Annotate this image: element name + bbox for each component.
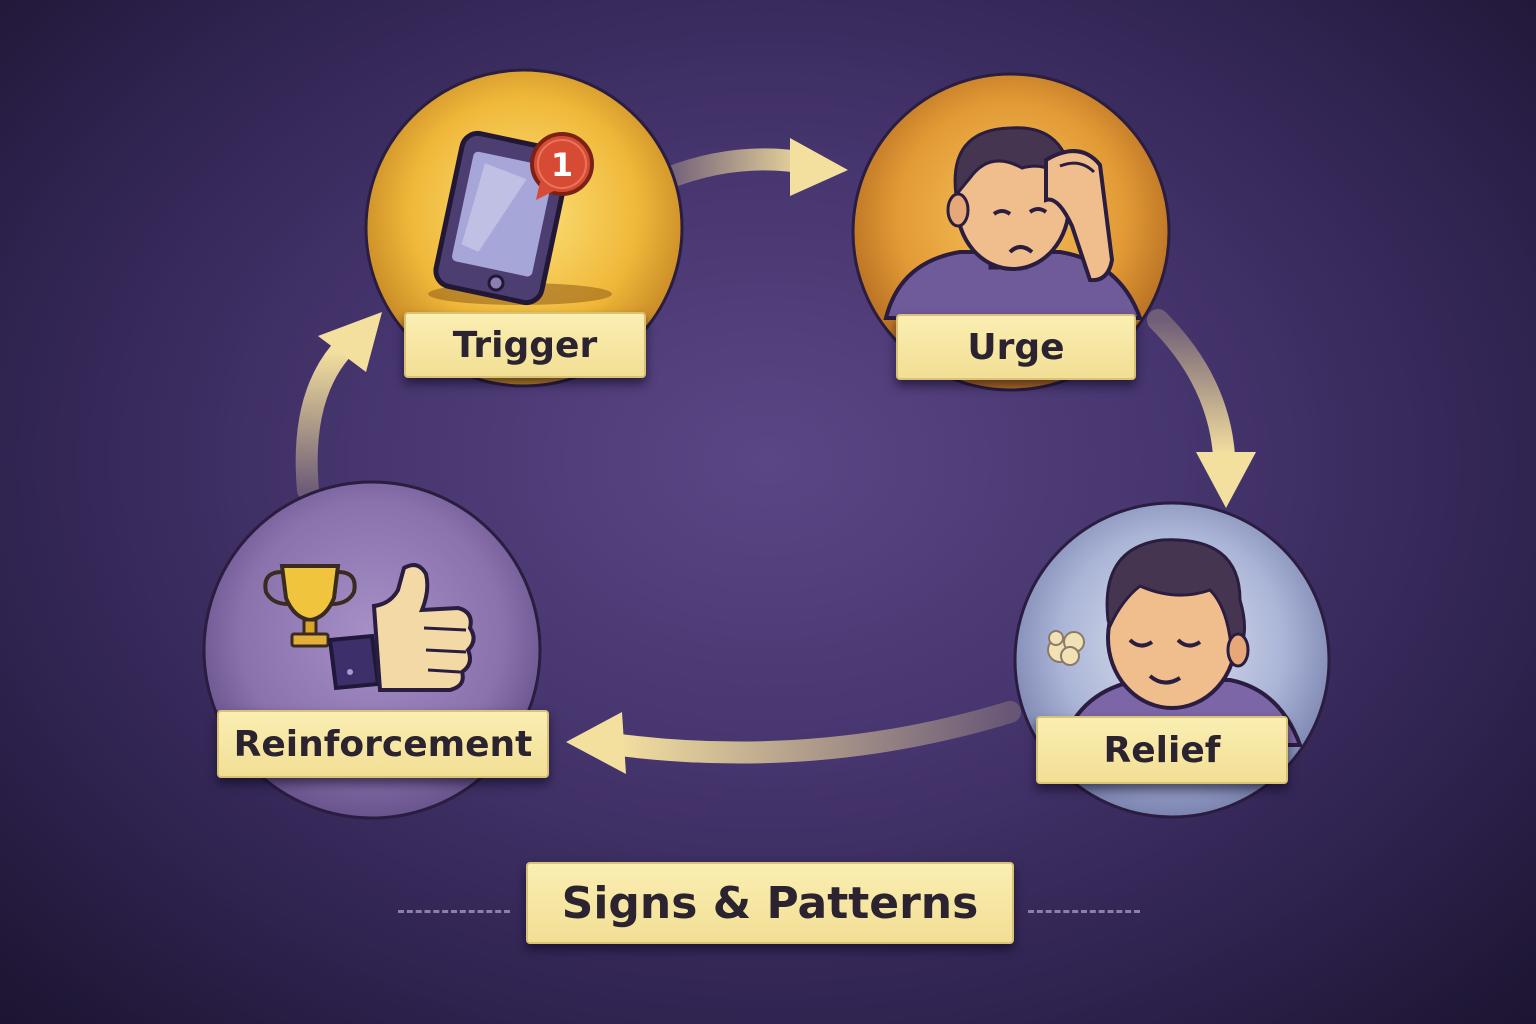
node-trigger (364, 68, 684, 388)
trophy-icon (263, 564, 357, 648)
node-label-relief: Relief (1036, 716, 1288, 784)
stressed-person-icon (883, 126, 1143, 320)
arrow-urge-to-relief (1147, 309, 1256, 508)
node-label-urge: Urge (896, 314, 1136, 380)
arrow-reinforcement-to-trigger (295, 312, 382, 501)
arrow-trigger-to-urge (657, 138, 848, 196)
footer-dash-left (398, 910, 510, 913)
node-label-reinforcement: Reinforcement (217, 710, 549, 778)
footer-title: Signs & Patterns (526, 862, 1014, 944)
node-label-trigger: Trigger (404, 312, 646, 378)
thumbs-up-icon (327, 563, 476, 692)
notification-badge-count: 1 (551, 146, 573, 184)
arrow-relief-to-reinforcement (566, 701, 1021, 774)
node-urge (851, 72, 1171, 392)
sigh-puff-icon (1047, 630, 1085, 666)
phone-notification-icon (428, 130, 612, 306)
footer-dash-right (1028, 910, 1140, 913)
